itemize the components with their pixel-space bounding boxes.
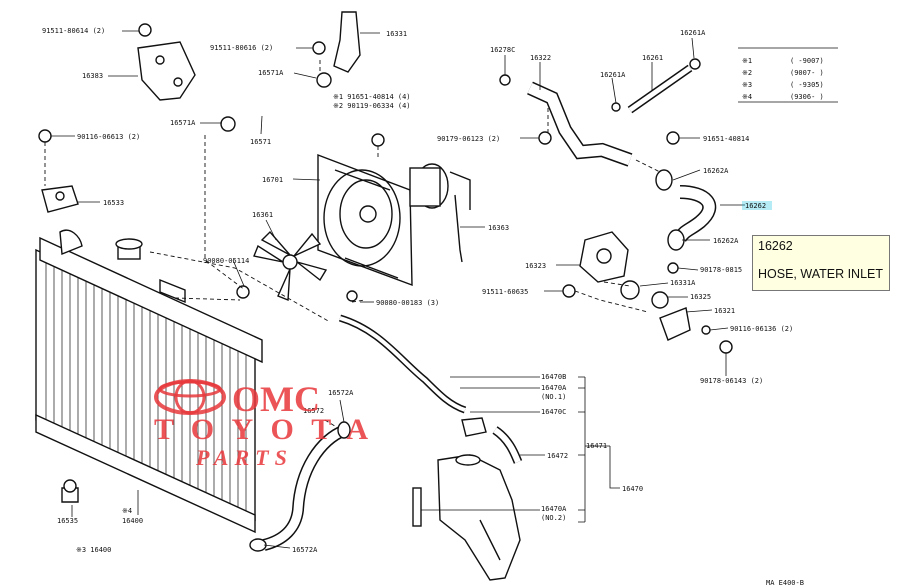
bypass-pipe-16261[interactable] [627,64,693,114]
hose-clamp-bottom[interactable] [667,229,685,251]
label-16361: 16361 [252,211,273,219]
legend-mark-2: ※2 [742,69,752,77]
label-16363: 16363 [488,224,509,232]
figure-code: MA E400-B [766,579,804,587]
reservoir-hose[interactable] [338,314,467,414]
legend-range-4: (9306- ) [790,93,824,101]
legend-mark-4: ※4 [742,93,752,101]
water-inlet-hose-16262[interactable] [674,185,717,243]
watermark-line1: OMC [232,379,320,419]
label-90178-0815: 90178-0815 [700,266,742,274]
label-90080-00183: 90080-00183 (3) [376,299,439,307]
label-91651-40814-4: ※1 91651-40814 (4) [333,93,411,101]
label-16571: 16571 [250,138,271,146]
label-91511-80616: 91511-80616 (2) [210,44,273,52]
serial-legend: ※1 ( -9007) ※2 (9007- ) ※3 ( -9305) ※4 (… [738,47,838,103]
label-16262A-top: 16262A [703,167,729,175]
label-16535: 16535 [57,517,78,525]
label-16470: 16470 [622,485,643,493]
label-16325: 16325 [690,293,711,301]
watermark-logo: OMC TOYOTA PARTS [154,379,368,470]
label-90178-06143: 90178-06143 (2) [700,377,763,385]
label-16262[interactable]: 16262 [745,202,766,210]
thermostat[interactable] [620,280,669,309]
label-91651-40814: 91651-40814 [703,135,749,143]
part-labels: 91511-80614 (2) 16383 16331 91511-80616 … [42,27,804,587]
highlight-16262 [742,201,772,210]
label-16572A-top: 16572A [328,389,354,397]
label-16533: 16533 [103,199,124,207]
fastener-icons [38,23,733,354]
bracket-16331[interactable] [333,11,361,73]
label-16331: 16331 [386,30,407,38]
legend-range-3: ( -9305) [790,81,824,89]
label-16472: 16472 [547,452,568,460]
water-inlet-pipe[interactable] [527,81,633,167]
label-16572: 16572 [303,407,324,415]
legend-range-2: (9007- ) [790,69,824,77]
part-tooltip: 16262 HOSE, WATER INLET [752,235,890,291]
label-16331A: 16331A [670,279,696,287]
label-16400: 16400 [122,517,143,525]
lower-radiator-hose[interactable] [262,424,348,551]
tooltip-part-number: 16262 [758,239,793,253]
label-16572A-bot: 16572A [292,546,318,554]
bracket-16383[interactable] [137,41,196,101]
label-16261A-top: 16261A [680,29,706,37]
fan-shroud[interactable] [317,153,413,287]
label-16470B: 16470B [541,373,566,381]
label-16321: 16321 [714,307,735,315]
label-16262A-bot: 16262A [713,237,739,245]
fan-motor[interactable] [409,163,471,263]
reservoir-tank[interactable] [437,454,521,581]
label-16261: 16261 [642,54,663,62]
label-16470A-2: 16470A [541,505,567,513]
label-note4: ※4 [122,507,132,515]
label-91511-80614: 91511-80614 (2) [42,27,105,35]
assembly-lines [44,60,661,429]
label-16701: 16701 [262,176,283,184]
label-16470A-1-no: (NO.1) [541,393,566,401]
reservoir-cap[interactable] [461,417,487,437]
label-16571A-left: 16571A [170,119,196,127]
tooltip-description: HOSE, WATER INLET [758,267,884,281]
label-note3-16400: ※3 16400 [76,546,111,554]
reservoir-pipe[interactable] [412,487,422,527]
label-16470A-1: 16470A [541,384,567,392]
legend-range-1: ( -9007) [790,57,824,65]
label-16470A-2-no: (NO.2) [541,514,566,522]
legend-mark-1: ※1 [742,57,752,65]
hose-16472[interactable] [492,426,523,464]
water-inlet-housing[interactable] [579,231,629,283]
label-90116-06136: 90116-06136 (2) [730,325,793,333]
label-16470C: 16470C [541,408,566,416]
radiator[interactable] [35,229,263,534]
water-outlet-16533[interactable] [41,185,79,213]
hose-clamp-top[interactable] [655,169,673,191]
label-90116-06613: 90116-06613 (2) [77,133,140,141]
label-90119-06334-4: ※2 90119-06334 (4) [333,102,411,110]
label-16278C: 16278C [490,46,515,54]
fan-blade[interactable] [253,230,328,302]
label-91511-60635: 91511-60635 [482,288,528,296]
label-16261A-mid: 16261A [600,71,626,79]
leader-lines [51,30,745,549]
label-16571A-top: 16571A [258,69,284,77]
watermark-line3: PARTS [195,445,293,470]
label-16383: 16383 [82,72,103,80]
label-90179-06123: 90179-06123 (2) [437,135,500,143]
upper-radiator-hose[interactable] [226,74,325,121]
label-16322: 16322 [530,54,551,62]
label-90080-05114: 90080-05114 [203,257,249,265]
label-16323: 16323 [525,262,546,270]
water-inlet-16321[interactable] [659,307,691,341]
legend-mark-3: ※3 [742,81,752,89]
drain-cock[interactable] [61,479,79,503]
label-16471: 16471 [586,442,607,450]
